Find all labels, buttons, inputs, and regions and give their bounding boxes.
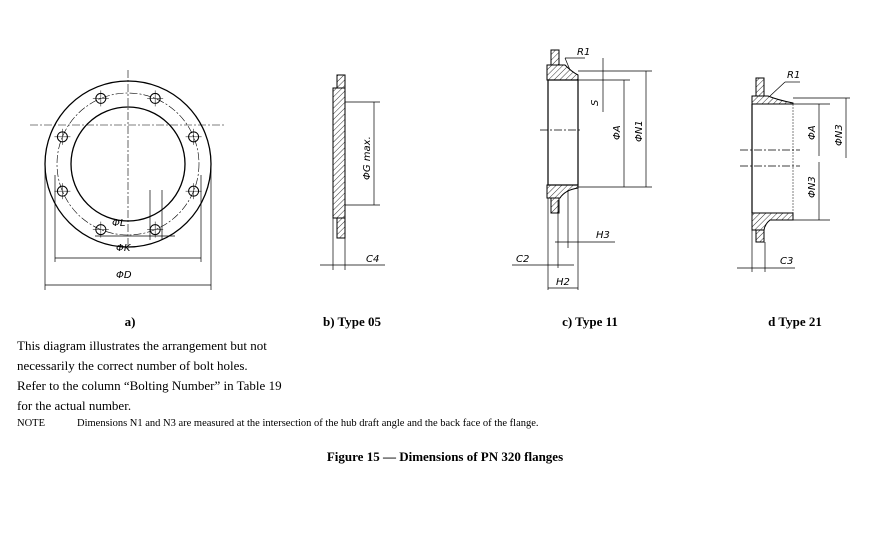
- caption-b: b) Type 05: [322, 314, 382, 329]
- dim-C2: C2: [516, 254, 529, 265]
- description-line: This diagram illustrates the arrangement…: [17, 338, 267, 353]
- dim-D: ΦD: [116, 270, 132, 281]
- dim-H3: H3: [596, 230, 610, 241]
- description-line: for the actual number.: [17, 398, 132, 413]
- type21-section: R1 ΦA ΦN3 ΦN3 C3: [737, 70, 850, 272]
- note-text: Dimensions N1 and N3 are measured at the…: [77, 418, 539, 429]
- description-line: necessarily the correct number of bolt h…: [17, 358, 248, 373]
- dim-N1: ΦN1: [634, 120, 645, 142]
- bolt-holes: [54, 90, 202, 238]
- note: NOTE Dimensions N1 and N3 are measured at…: [17, 418, 539, 429]
- note-label: NOTE: [17, 418, 45, 429]
- flange-front-view: ΦL ΦK ΦD: [30, 70, 225, 290]
- dim-L: ΦL: [112, 218, 125, 229]
- dim-S: S: [590, 99, 601, 106]
- dim-C4: C4: [366, 254, 379, 265]
- dim-R1-d: R1: [787, 70, 800, 81]
- dim-A: ΦA: [612, 125, 623, 140]
- figure-title: Figure 15 — Dimensions of PN 320 flanges: [326, 449, 564, 464]
- dim-K: ΦK: [116, 243, 132, 254]
- dim-H2: H2: [556, 277, 570, 288]
- caption-c: c) Type 11: [562, 314, 618, 329]
- dim-N3: ΦN3: [834, 124, 845, 146]
- type11-section: R1 S ΦA ΦN1 H3 C2 H2: [512, 47, 652, 290]
- type05-section: ΦG max. C4: [320, 74, 385, 270]
- caption-a: a): [124, 314, 136, 329]
- dim-C3: C3: [780, 256, 793, 267]
- dim-A-d: ΦA: [807, 125, 818, 140]
- dim-N3-lower: ΦN3: [807, 176, 818, 198]
- caption-d: d Type 21: [768, 314, 822, 329]
- dim-G: ΦG max.: [362, 136, 373, 180]
- dim-R1: R1: [577, 47, 590, 58]
- description-line: Refer to the column “Bolting Number” in …: [17, 378, 282, 393]
